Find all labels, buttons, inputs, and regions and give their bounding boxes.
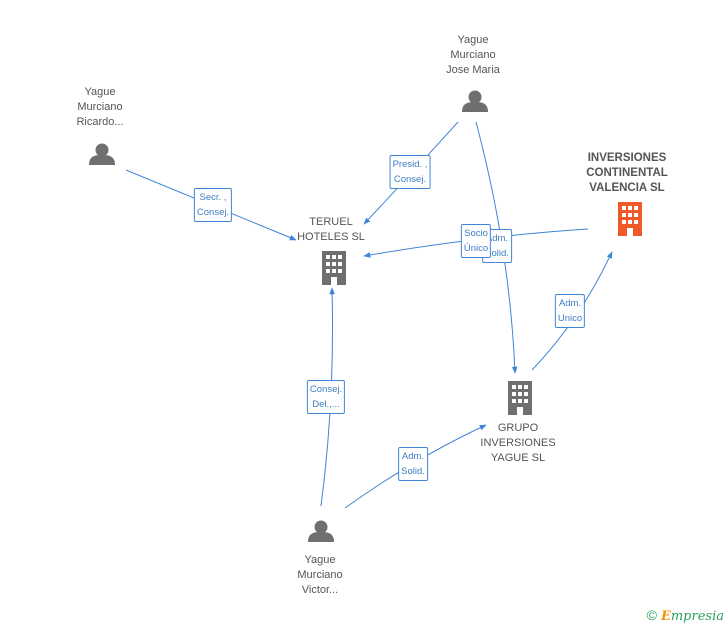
person-icon[interactable] — [462, 90, 488, 113]
person-icon[interactable] — [308, 520, 334, 543]
edge-label-victor-grupo[interactable]: Adm. Solid. — [398, 447, 428, 481]
edge-label-victor-teruel[interactable]: Consej. Del.,... — [306, 380, 346, 414]
edge-label-inversiones-teruel[interactable]: Socio Único — [460, 224, 492, 258]
brand-logo-text: mpresia — [670, 609, 724, 624]
node-label-inversiones[interactable]: INVERSIONES CONTINENTAL VALENCIA SL — [586, 152, 668, 194]
person-icon[interactable] — [89, 143, 115, 166]
edge-label-jose-teruel[interactable]: Presid. , Consej. — [389, 155, 431, 189]
node-label-victor[interactable]: Yague Murciano Victor... — [297, 554, 343, 596]
building-icon[interactable] — [322, 251, 346, 285]
node-label-teruel[interactable]: TERUEL HOTELES SL — [297, 216, 365, 243]
brand-logo-e: E — [660, 609, 671, 624]
node-label-grupo[interactable]: GRUPO INVERSIONES YAGUE SL — [480, 422, 556, 464]
copyright-icon: © — [646, 607, 657, 623]
footer-brand: ©Empresia — [647, 607, 724, 624]
building-icon-highlight[interactable] — [618, 202, 642, 236]
edge-label-grupo-inversiones[interactable]: Adm. Unico — [554, 294, 586, 328]
node-label-jose[interactable]: Yague Murciano Jose Maria — [446, 34, 500, 76]
building-icon[interactable] — [508, 381, 532, 415]
edge-label-ricardo-teruel[interactable]: Secr. , Consej. — [193, 188, 233, 222]
node-label-ricardo[interactable]: Yague Murciano Ricardo... — [76, 86, 124, 128]
